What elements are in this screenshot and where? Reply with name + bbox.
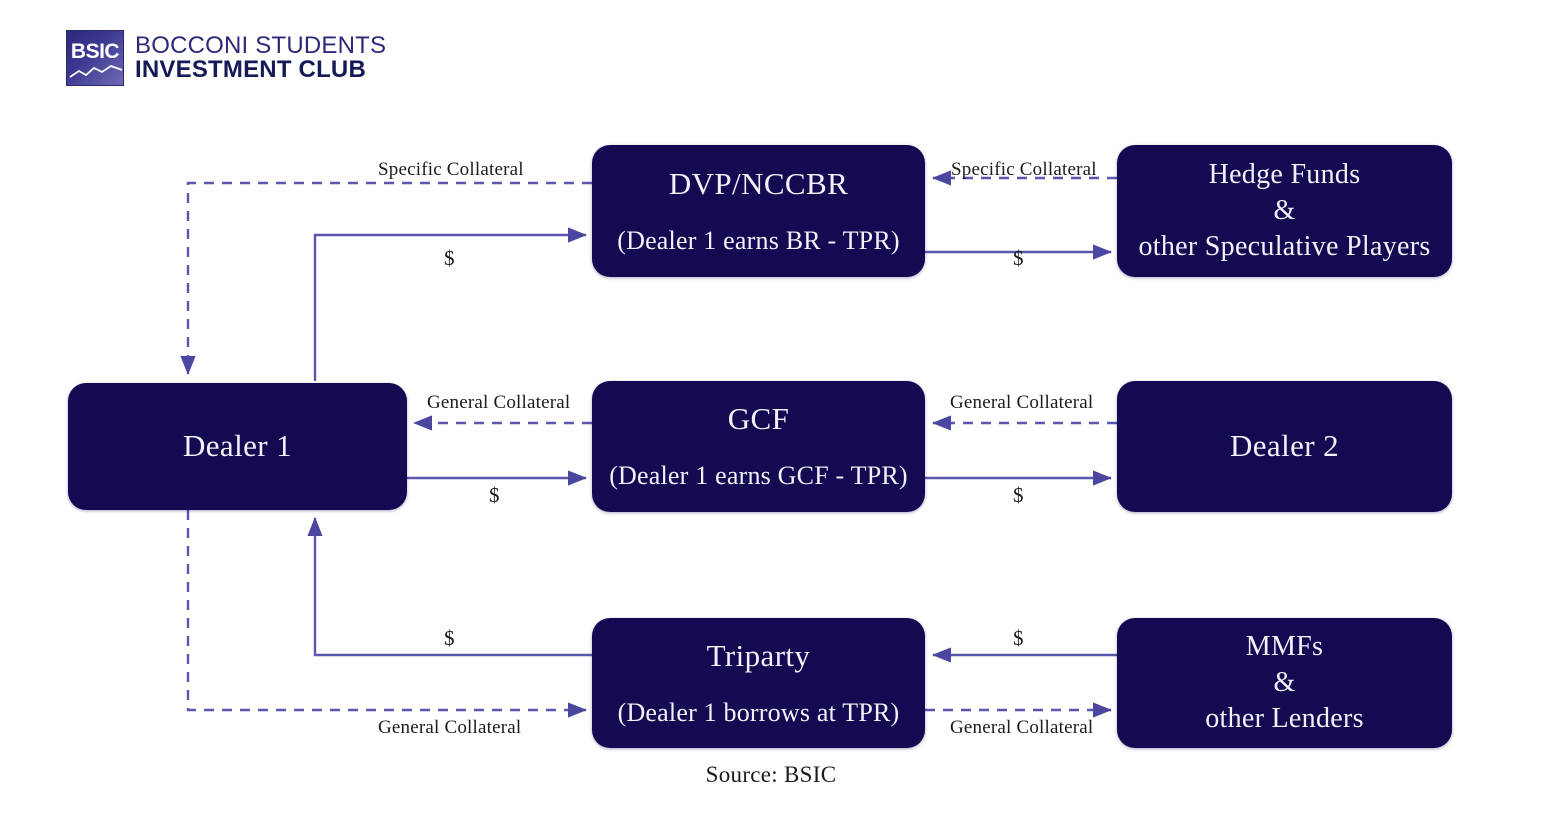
edge-label-top-left-cash: $ — [444, 246, 455, 270]
edge-label-mid-right-general-collateral: General Collateral — [950, 392, 1094, 413]
node-dealer-1[interactable]: Dealer 1 — [68, 383, 407, 510]
edge-top-left-specific-collateral — [180, 181, 592, 375]
node-triparty[interactable]: Triparty (Dealer 1 borrows at TPR) — [592, 618, 925, 748]
node-triparty-title: Triparty — [706, 637, 811, 673]
bsic-logo-mark-text: BSIC — [70, 40, 120, 63]
edge-label-mid-left-general-collateral: General Collateral — [427, 392, 571, 413]
node-triparty-subtitle: (Dealer 1 borrows at TPR) — [617, 697, 900, 727]
node-gcf-subtitle: (Dealer 1 earns GCF - TPR) — [609, 461, 908, 491]
edge-label-bot-right-general-collateral: General Collateral — [950, 717, 1094, 738]
edge-label-bot-left-cash: $ — [444, 626, 455, 650]
edge-label-bot-left-general-collateral: General Collateral — [378, 717, 522, 738]
bsic-logo-mark-icon: BSIC — [66, 30, 124, 86]
bsic-logo-line1: BOCCONI STUDENTS — [135, 31, 387, 59]
node-mmfs[interactable]: MMFs & other Lenders — [1117, 618, 1452, 748]
node-dealer-2-title: Dealer 2 — [1229, 428, 1340, 464]
edge-label-bot-right-cash: $ — [1013, 626, 1024, 650]
node-mmfs-line1: MMFs — [1245, 631, 1324, 663]
node-hedge-funds[interactable]: Hedge Funds & other Speculative Players — [1117, 145, 1452, 277]
node-hedge-funds-line3: other Speculative Players — [1138, 230, 1431, 262]
node-hedge-funds-line1: Hedge Funds — [1208, 159, 1361, 191]
node-mmfs-line2: & — [1273, 667, 1296, 699]
node-gcf-title: GCF — [727, 401, 790, 437]
bsic-logo: BSIC BOCCONI STUDENTS INVESTMENT CLUB — [66, 30, 386, 86]
node-dvp-nccbr-subtitle: (Dealer 1 earns BR - TPR) — [617, 225, 900, 255]
node-hedge-funds-line2: & — [1273, 195, 1296, 227]
node-dvp-nccbr[interactable]: DVP/NCCBR (Dealer 1 earns BR - TPR) — [592, 145, 925, 277]
edge-label-mid-right-cash: $ — [1013, 483, 1024, 507]
node-dvp-nccbr-title: DVP/NCCBR — [668, 165, 849, 201]
logo-chart-line-icon — [69, 64, 123, 78]
node-mmfs-line3: other Lenders — [1205, 702, 1364, 734]
edge-label-top-left-specific-collateral: Specific Collateral — [378, 159, 524, 180]
bsic-logo-wordmark: BOCCONI STUDENTS INVESTMENT CLUB — [135, 31, 387, 83]
node-dealer-2[interactable]: Dealer 2 — [1117, 381, 1452, 512]
edge-bot-left-general-collateral — [186, 510, 587, 718]
edge-label-mid-left-cash: $ — [489, 483, 500, 507]
edge-label-top-right-cash: $ — [1013, 246, 1024, 270]
bsic-logo-line2: INVESTMENT CLUB — [135, 56, 366, 83]
edge-label-top-right-specific-collateral: Specific Collateral — [951, 159, 1097, 180]
node-gcf[interactable]: GCF (Dealer 1 earns GCF - TPR) — [592, 381, 925, 512]
source-caption: Source: BSIC — [705, 762, 837, 787]
node-dealer-1-title: Dealer 1 — [182, 428, 293, 464]
